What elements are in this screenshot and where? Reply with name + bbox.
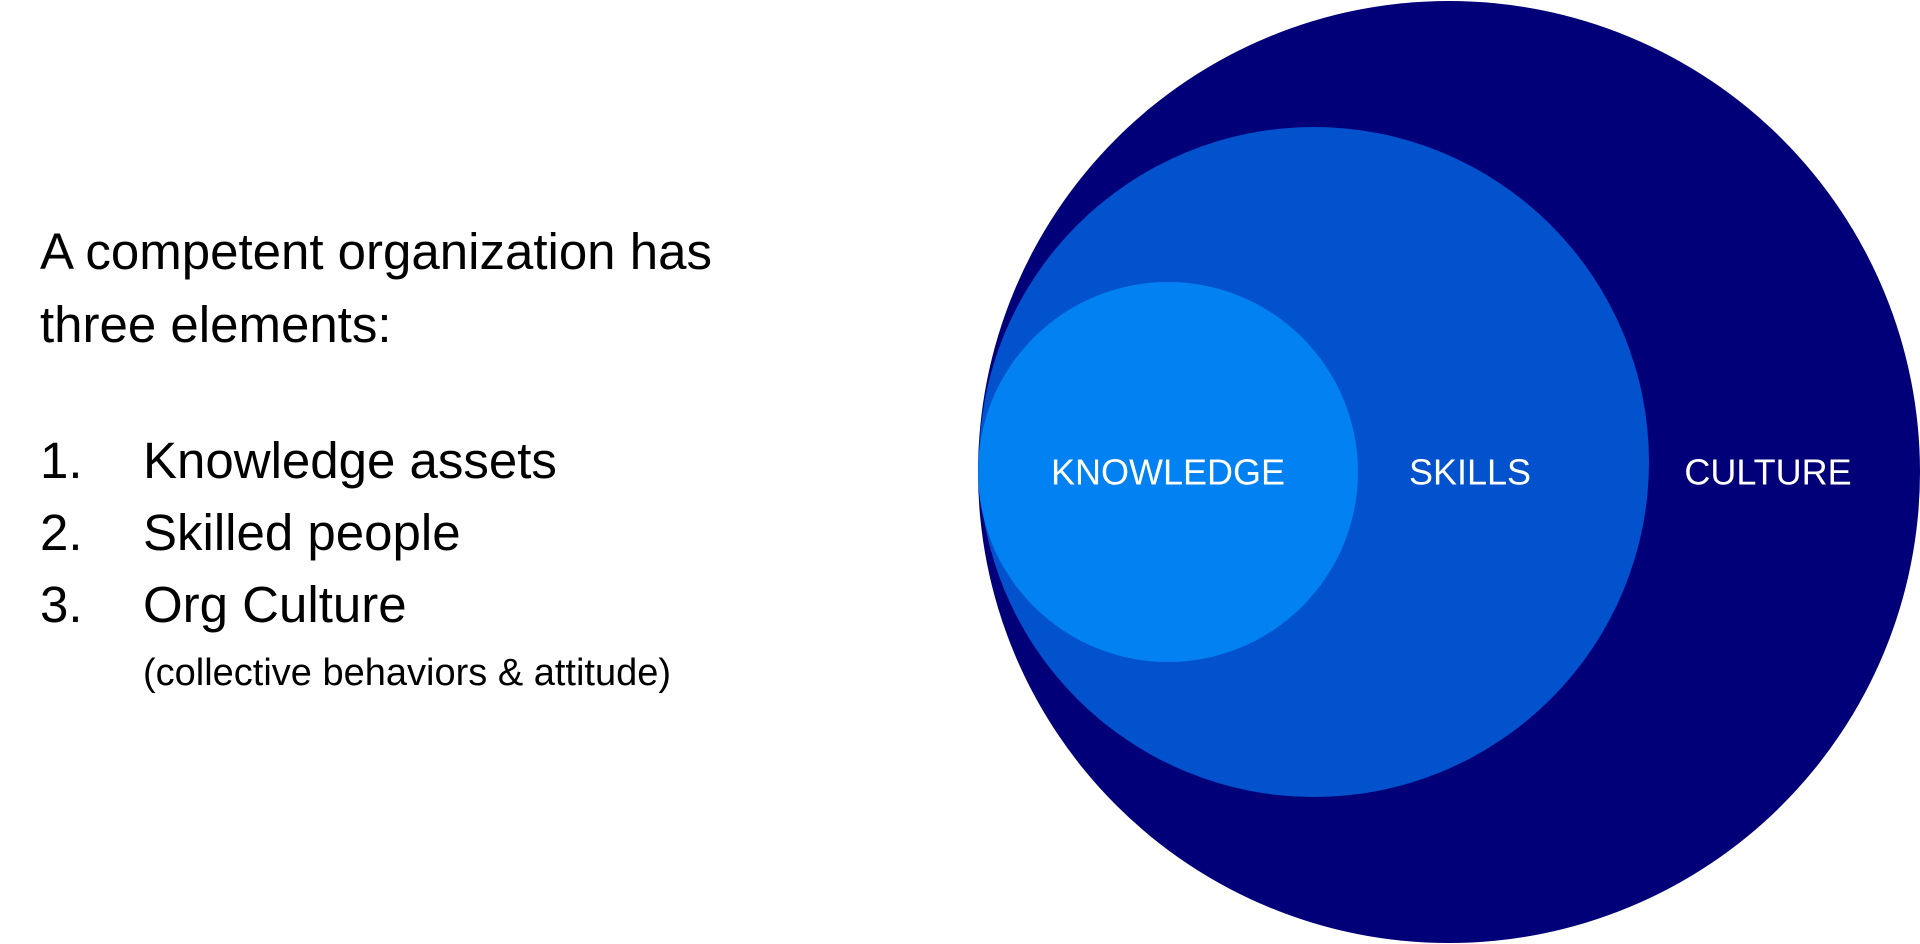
- list-item-number: 3.: [40, 576, 83, 633]
- intro-text: A competent organization has three eleme…: [40, 215, 900, 361]
- elements-list: 1. Knowledge assets 2. Skilled people 3.…: [40, 425, 900, 641]
- list-item-label: Knowledge assets: [143, 432, 557, 489]
- list-item: 3. Org Culture: [40, 569, 900, 641]
- culture-label: CULTURE: [1684, 452, 1851, 493]
- list-item-label: Skilled people: [143, 504, 461, 561]
- list-item-label: Org Culture: [143, 576, 407, 633]
- list-item: 2. Skilled people: [40, 497, 900, 569]
- list-item-number: 1.: [40, 432, 83, 489]
- list-item-number: 2.: [40, 504, 83, 561]
- list-item: 1. Knowledge assets: [40, 425, 900, 497]
- knowledge-label: KNOWLEDGE: [1051, 452, 1285, 493]
- text-block: A competent organization has three eleme…: [40, 215, 900, 699]
- knowledge-circle: [978, 282, 1358, 662]
- skills-label: SKILLS: [1409, 452, 1531, 493]
- list-item-note: (collective behaviors & attitude): [143, 652, 672, 694]
- intro-line-1: A competent organization has: [40, 223, 712, 280]
- intro-line-2: three elements:: [40, 296, 392, 353]
